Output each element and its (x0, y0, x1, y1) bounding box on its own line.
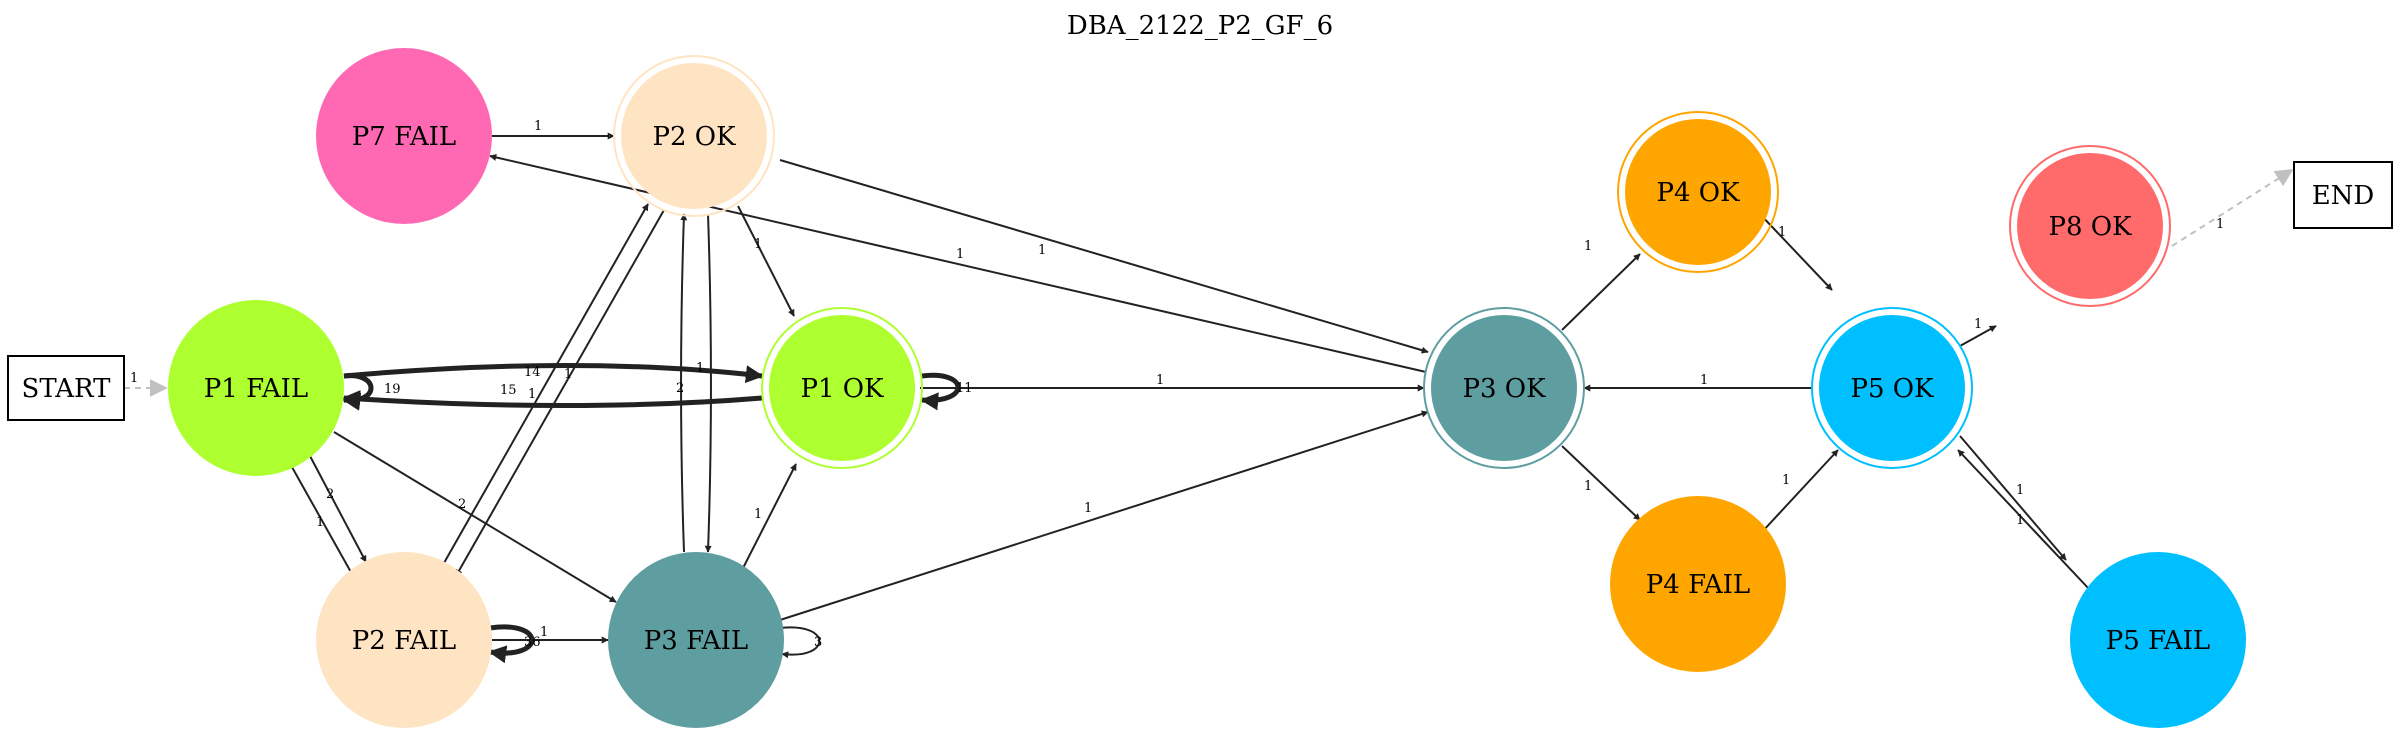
edge-label: 1 (1038, 243, 1046, 258)
edge-label: 1 (316, 515, 324, 530)
edge-label: 15 (500, 383, 517, 398)
node-p3-ok[interactable]: P3 OK (1423, 307, 1585, 469)
edge-label: 1 (754, 507, 762, 522)
edge-label: 1 (528, 387, 536, 402)
node-end[interactable]: END (2293, 161, 2393, 229)
node-label: P7 FAIL (352, 122, 456, 152)
node-label: P1 OK (800, 374, 884, 404)
edge-label: 1 (540, 625, 548, 640)
edge-p2ok-p2fail (455, 209, 665, 577)
edge-label: 11 (956, 381, 973, 396)
edge-p4ok-p5ok (1757, 211, 1833, 291)
node-label: P2 OK (652, 122, 736, 152)
node-p7-fail[interactable]: P7 FAIL (316, 48, 492, 224)
edge-p3fail-p1ok (739, 463, 797, 575)
edge-label: 3 (814, 635, 822, 650)
edge-p2fail-p2ok (439, 203, 649, 571)
edge-label: 1 (1974, 317, 1982, 332)
node-label: START (22, 374, 112, 404)
edge-label: 1 (1584, 479, 1592, 494)
edge-p2ok-p3fail (704, 213, 712, 553)
edge-label: 1 (2016, 513, 2024, 528)
edge-label: 2 (676, 381, 684, 396)
node-start[interactable]: START (7, 355, 125, 421)
edge-p1fail-p3fail (333, 431, 617, 603)
edge-p3ok-p4fail (1561, 445, 1641, 521)
node-p4-fail[interactable]: P4 FAIL (1610, 496, 1786, 672)
edge-label: 1 (1156, 373, 1164, 388)
node-p3-fail[interactable]: P3 FAIL (608, 552, 784, 728)
edge-p2ok-p3ok (779, 159, 1429, 354)
edge-label: 36 (524, 635, 541, 650)
node-p8-ok[interactable]: P8 OK (2009, 145, 2171, 307)
node-label: P8 OK (2048, 212, 2132, 242)
edge-label: 1 (2216, 217, 2224, 232)
node-p5-ok[interactable]: P5 OK (1811, 307, 1973, 469)
edge-label: 1 (696, 361, 704, 376)
edge-label: 1 (564, 367, 572, 382)
edge-label: 1 (1700, 373, 1708, 388)
edge-p3fail-p3ok (779, 410, 1429, 621)
node-label: P5 OK (1850, 374, 1934, 404)
node-label: P4 FAIL (1646, 570, 1750, 600)
node-label: P2 FAIL (352, 626, 456, 656)
edge-p3ok-p7fail (489, 154, 1427, 373)
node-p2-fail[interactable]: P2 FAIL (316, 552, 492, 728)
node-label: END (2312, 181, 2375, 211)
edge-label: 2 (326, 487, 334, 502)
diagram-title: DBA_2122_P2_GF_6 (1067, 11, 1333, 41)
edge-label: 1 (1778, 225, 1786, 240)
edge-p1fail-p2fail (309, 455, 367, 563)
edge-label: 19 (384, 382, 401, 397)
edge-p5ok-p5fail (1959, 435, 2067, 561)
node-p2-ok[interactable]: P2 OK (613, 55, 775, 217)
node-label: P3 OK (1462, 374, 1546, 404)
node-label: P4 OK (1656, 178, 1740, 208)
edge-label: 1 (1782, 473, 1790, 488)
node-p5-fail[interactable]: P5 FAIL (2070, 552, 2246, 728)
edge-p2ok-p1ok (737, 205, 795, 317)
node-p4-ok[interactable]: P4 OK (1617, 111, 1779, 273)
edge-label: 1 (956, 247, 964, 262)
edge-label: 1 (1584, 239, 1592, 254)
edge-label: 1 (130, 371, 138, 386)
edge-label: 1 (754, 237, 762, 252)
node-p1-fail[interactable]: P1 FAIL (168, 300, 344, 476)
edge-label: 1 (534, 119, 542, 134)
edge-label: 2 (458, 497, 466, 512)
node-p1-ok[interactable]: P1 OK (761, 307, 923, 469)
edge-p8ok-end (2171, 169, 2294, 247)
edge-p5fail-p5ok (1957, 449, 2091, 591)
edge-label: 1 (2016, 483, 2024, 498)
node-label: P5 FAIL (2106, 626, 2210, 656)
node-label: P3 FAIL (644, 626, 748, 656)
edge-p3fail-p2ok (680, 213, 688, 553)
edge-p3ok-p4ok (1561, 253, 1641, 331)
edge-p5ok-p8ok (1959, 325, 1997, 347)
edge-label: 14 (524, 365, 541, 380)
edge-p4fail-p5ok (1761, 449, 1839, 533)
edge-label: 1 (1084, 501, 1092, 516)
edge-p3fail-self (779, 626, 821, 659)
node-label: P1 FAIL (204, 374, 308, 404)
edge-p2fail-p1fail (287, 459, 353, 575)
